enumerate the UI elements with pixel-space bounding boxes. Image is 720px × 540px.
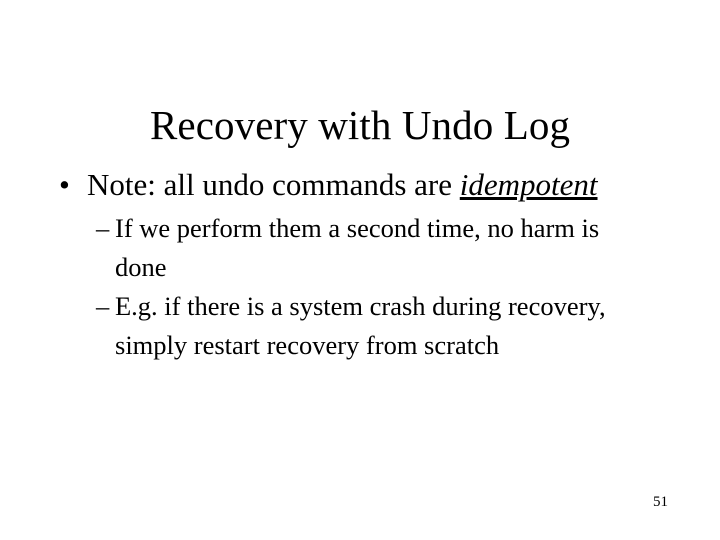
bullet-text-lead: Note: all undo commands are: [87, 167, 460, 202]
bullet-text: If we perform them a second time, no har…: [115, 213, 600, 282]
bullet-dash-icon: –: [96, 291, 110, 321]
emphasized-term: idempotent: [459, 167, 598, 202]
list-item: – If we perform them a second time, no h…: [52, 209, 652, 287]
page-title: Recovery with Undo Log: [149, 102, 571, 149]
list-item: – E.g. if there is a system crash during…: [52, 287, 652, 365]
bullet-dot-icon: •: [59, 167, 70, 202]
bullet-text: E.g. if there is a system crash during r…: [115, 291, 606, 360]
page-number: 51: [653, 494, 668, 510]
bullet-text: Note: all undo commands are idempotent: [87, 162, 652, 207]
list-item: • Note: all undo commands are idempotent: [52, 162, 652, 207]
bullet-dash-icon: –: [96, 213, 110, 243]
slide-body: • Note: all undo commands are idempotent…: [52, 162, 652, 365]
